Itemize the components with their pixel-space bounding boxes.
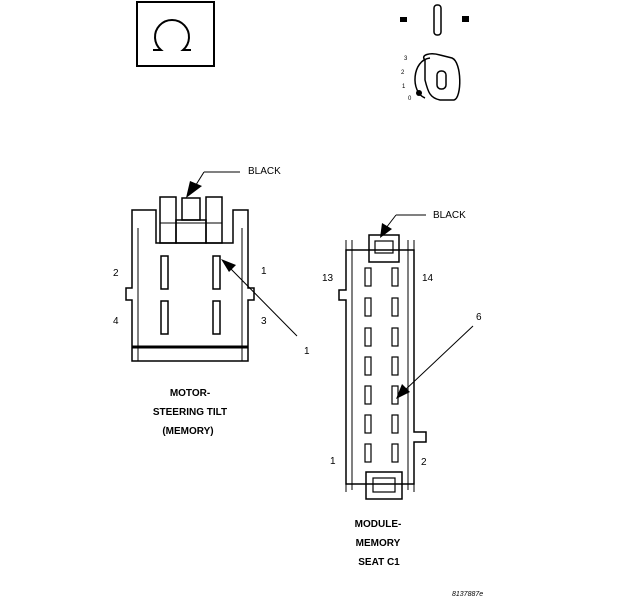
motor-caption-line2: STEERING TILT xyxy=(153,407,227,418)
motor-pin-slot-4 xyxy=(160,300,169,335)
module-caption-line2: MEMORY xyxy=(356,538,401,549)
motor-pin-callout-number: 1 xyxy=(304,346,310,357)
ignition-pos-1: 1 xyxy=(402,84,406,90)
module-pin-callout-number: 6 xyxy=(476,312,482,323)
motor-caption-line1: MOTOR- xyxy=(170,388,210,399)
module-pin-label-13: 13 xyxy=(322,273,334,284)
ignition-pos-0: 0 xyxy=(408,96,412,102)
motor-pin-label-1: 1 xyxy=(261,266,267,277)
motor-connector: BLACK 2 1 4 3 1 MOTOR- STEERING TILT (ME… xyxy=(113,166,310,437)
motor-pin-label-3: 3 xyxy=(261,316,267,327)
motor-pin-slot-2 xyxy=(160,255,169,290)
motor-pin-label-2: 2 xyxy=(113,268,119,279)
module-pin-label-1: 1 xyxy=(330,456,336,467)
ignition-pos-2: 2 xyxy=(401,70,405,76)
module-black-callout: BLACK xyxy=(433,210,466,221)
module-caption-line3: SEAT C1 xyxy=(358,557,400,568)
omega-connector-icon xyxy=(136,1,215,67)
motor-pin-slot-1 xyxy=(212,255,221,290)
ignition-key-icon: 3 2 1 0 xyxy=(400,4,469,102)
ignition-pos-3: 3 xyxy=(404,56,408,62)
motor-caption-line3: (MEMORY) xyxy=(162,426,213,437)
module-pin-label-2: 2 xyxy=(421,457,427,468)
module-pin-slots xyxy=(364,267,399,463)
motor-pin-slot-3 xyxy=(212,300,221,335)
module-pin-label-14: 14 xyxy=(422,273,434,284)
motor-black-callout: BLACK xyxy=(248,166,281,177)
motor-pin-label-4: 4 xyxy=(113,316,119,327)
module-caption-line1: MODULE- xyxy=(355,519,402,530)
module-connector: BLACK 13 14 1 2 6 MODULE- MEMORY SEAT C1 xyxy=(322,210,482,568)
figure-code: 8137887e xyxy=(452,591,483,598)
